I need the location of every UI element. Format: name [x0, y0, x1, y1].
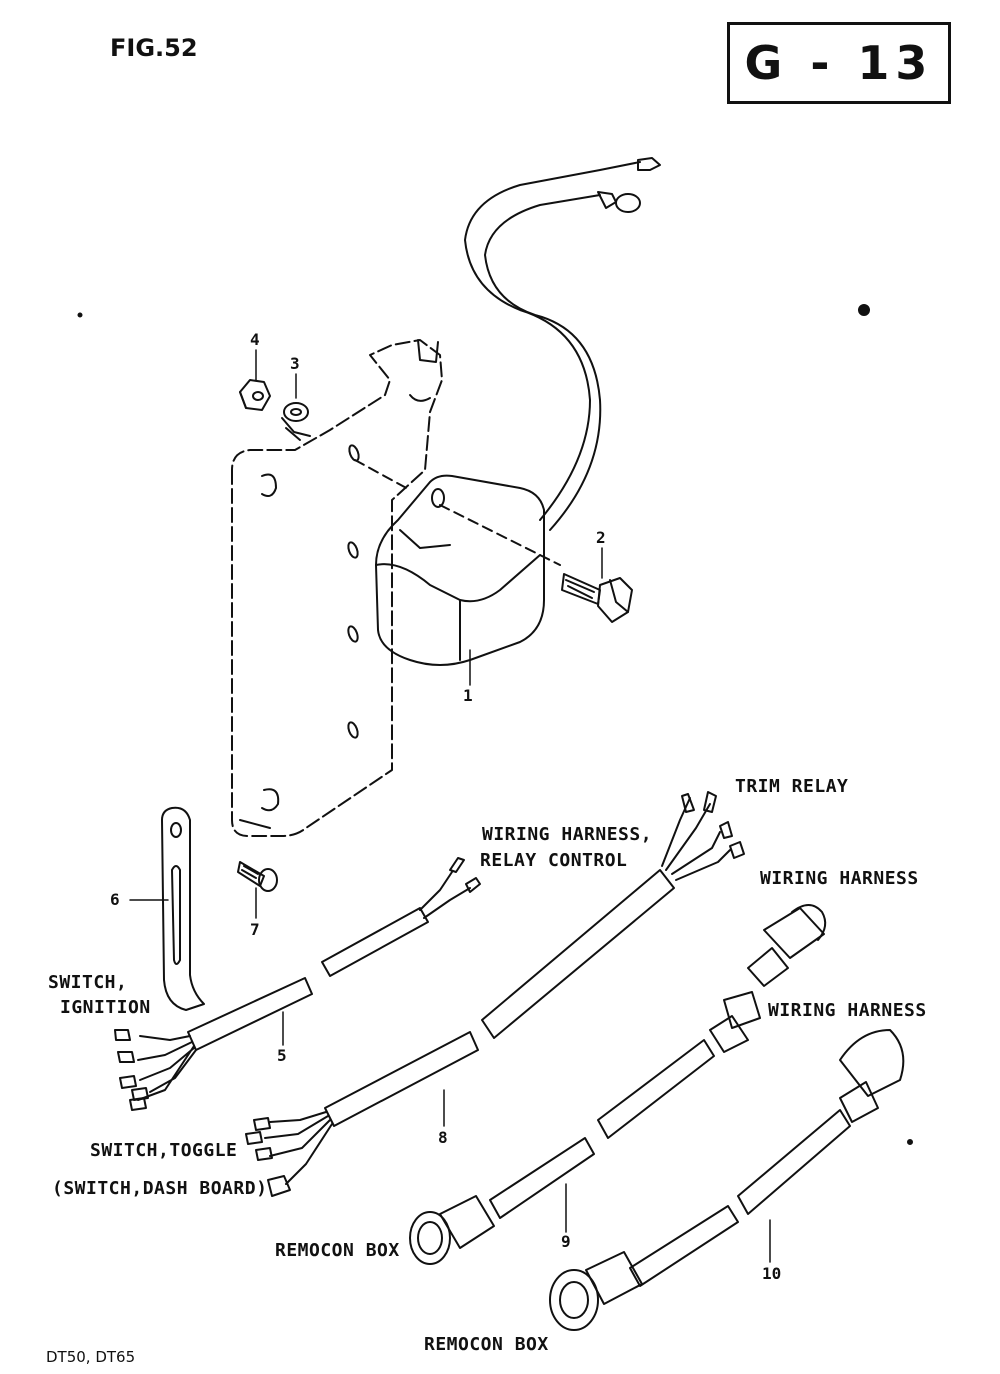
leader-lines — [130, 350, 770, 1262]
mounting-bracket-plate — [232, 340, 442, 836]
label-wiring-harness-b: WIRING HARNESS — [768, 1000, 927, 1021]
label-remocon-box-b: REMOCON BOX — [424, 1334, 549, 1355]
wiring-harness-9 — [410, 905, 825, 1264]
callout-2: 2 — [596, 528, 606, 547]
callout-3: 3 — [290, 354, 300, 373]
section-code-badge: G - 13 — [727, 22, 951, 104]
lock-washer — [282, 403, 310, 440]
clamp-strap — [162, 808, 204, 1010]
label-wiring-relay-line1: WIRING HARNESS, — [482, 824, 653, 845]
figure-number: FIG.52 — [110, 34, 198, 62]
screw — [238, 862, 277, 891]
relay-lead-wires — [465, 158, 660, 530]
label-wiring-relay-line2: RELAY CONTROL — [480, 850, 628, 871]
callout-9: 9 — [561, 1232, 571, 1251]
relay-box — [376, 476, 544, 665]
callout-8: 8 — [438, 1128, 448, 1147]
label-wiring-harness-a: WIRING HARNESS — [760, 868, 919, 889]
label-trim-relay: TRIM RELAY — [735, 776, 849, 797]
ignition-harness — [115, 858, 480, 1110]
callout-6: 6 — [110, 890, 120, 909]
label-remocon-box-a: REMOCON BOX — [275, 1240, 400, 1261]
label-switch-ignition-line1: SWITCH, — [48, 972, 128, 993]
model-list: DT50, DT65 — [46, 1348, 136, 1366]
callout-4: 4 — [250, 330, 260, 349]
callout-1: 1 — [463, 686, 473, 705]
relay-control-harness — [246, 792, 744, 1196]
label-switch-toggle: SWITCH,TOGGLE — [90, 1140, 238, 1161]
hex-nut — [240, 380, 270, 410]
label-switch-ignition-line2: IGNITION — [60, 997, 151, 1018]
bolt — [562, 574, 632, 622]
callout-7: 7 — [250, 920, 260, 939]
callout-10: 10 — [762, 1264, 782, 1283]
label-switch-dash-board: (SWITCH,DASH BOARD) — [52, 1178, 268, 1199]
callout-5: 5 — [277, 1046, 287, 1065]
wiring-harness-10 — [550, 1030, 903, 1330]
